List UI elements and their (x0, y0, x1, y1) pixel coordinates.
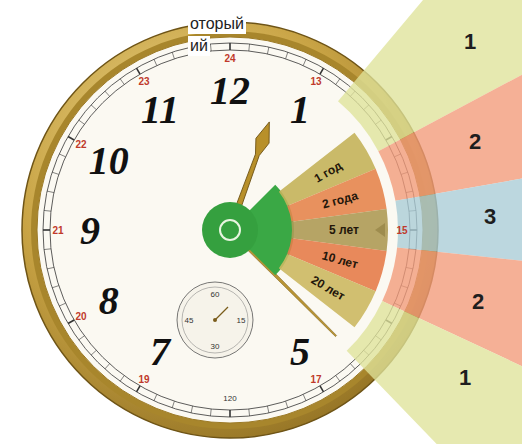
hour-numeral: 9 (80, 207, 100, 254)
band-number: 1 (459, 365, 471, 391)
minute-tick (336, 79, 340, 85)
sub-dial-number: 60 (211, 290, 220, 299)
minute-tick (172, 401, 174, 408)
minute-tick (248, 409, 250, 416)
green-disc (202, 202, 258, 258)
minute-tick (120, 79, 124, 85)
sub-dial-number: 15 (237, 316, 246, 325)
ring-hour-number: 19 (138, 373, 149, 384)
period-label: 5 лет (329, 223, 359, 237)
ring-hour-number: 23 (138, 76, 149, 87)
text-fragment: ий (188, 36, 210, 56)
minute-tick (267, 406, 268, 413)
band-shape (378, 32, 522, 201)
minute-tick (154, 394, 157, 400)
minute-tick (210, 44, 212, 51)
hour-numeral: 1 (290, 85, 310, 132)
band-shape (346, 300, 522, 444)
minute-tick (286, 401, 288, 408)
minute-tick (267, 47, 268, 54)
hour-numeral: 8 (99, 277, 119, 324)
minute-tick (91, 350, 96, 355)
minute-tick (286, 52, 288, 59)
ring-hour-number: 24 (224, 53, 235, 64)
ring-hour-number: 15 (396, 225, 407, 236)
minute-tick (47, 191, 54, 192)
minute-tick (105, 91, 110, 96)
period-sector: 20 лет (278, 254, 376, 328)
rating-band: 2 (378, 32, 522, 201)
minute-tick (303, 394, 306, 400)
minute-tick (120, 376, 124, 382)
minute-tick (320, 386, 324, 392)
minute-tick (59, 154, 65, 157)
minute-tick (105, 364, 110, 369)
ring-hour-number: 13 (310, 76, 321, 87)
band-number: 2 (469, 129, 481, 155)
minute-tick (336, 376, 340, 382)
sub-dial-number: 45 (185, 316, 194, 325)
minute-tick (79, 120, 85, 124)
band-number: 1 (464, 29, 476, 55)
hour-numeral: 10 (89, 137, 129, 184)
hour-numeral: 5 (290, 328, 310, 375)
minute-tick (172, 52, 174, 59)
minute-tick (137, 386, 141, 392)
sub-dial-hand (215, 307, 228, 320)
band-fill (347, 301, 522, 444)
ring-hour-number: 17 (310, 373, 321, 384)
minute-tick (154, 59, 157, 65)
minute-tick (44, 210, 51, 212)
ring-number: 120 (223, 394, 236, 403)
minute-tick (44, 248, 51, 250)
minute-tick (137, 68, 141, 74)
minute-tick (229, 43, 231, 50)
ring-hour-number: 22 (75, 139, 86, 150)
minute-tick (52, 286, 59, 288)
minute-tick (68, 320, 74, 324)
minute-tick (248, 44, 250, 51)
minute-tick (91, 105, 96, 110)
hour-numeral: 12 (210, 67, 250, 114)
sub-dial-track (182, 287, 248, 353)
minute-tick (79, 336, 85, 340)
minute-tick (320, 68, 324, 74)
minute-tick (229, 410, 231, 417)
band-fill (378, 33, 522, 201)
sub-dial-number: 30 (211, 342, 220, 351)
minute-tick (191, 406, 192, 413)
text-fragment: оторый (188, 14, 246, 34)
rating-band: 1 (346, 300, 522, 444)
minute-tick (43, 229, 50, 231)
minute-tick (52, 172, 59, 174)
sub-dial (177, 282, 253, 358)
minute-tick (59, 303, 65, 306)
minute-tick (303, 59, 306, 65)
band-number: 2 (472, 289, 484, 315)
minute-tick (68, 137, 74, 141)
ring-hour-number: 20 (75, 311, 86, 322)
band-number: 3 (484, 204, 496, 230)
minute-tick (350, 364, 355, 369)
hour-numeral: 7 (150, 328, 170, 375)
center-ring (220, 220, 240, 240)
minute-tick (210, 409, 212, 416)
hour-numeral: 11 (141, 85, 179, 132)
minute-tick (47, 267, 54, 268)
sub-dial-pin (213, 318, 217, 322)
sector-fill (279, 254, 376, 327)
ring-hour-number: 21 (52, 225, 63, 236)
